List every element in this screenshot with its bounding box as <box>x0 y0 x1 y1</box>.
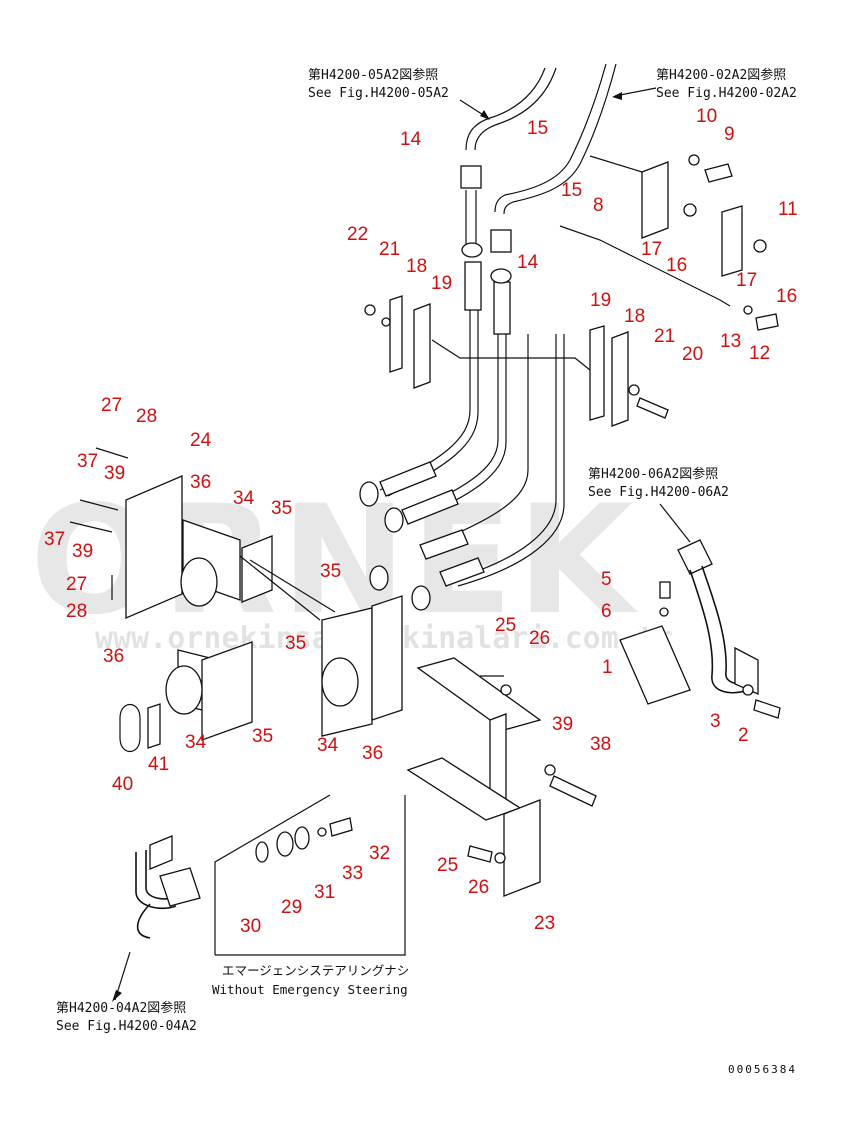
reference-top-right: 第H4200-02A2図参照 See Fig.H4200-02A2 <box>656 67 797 101</box>
part-number: 31 <box>314 882 335 903</box>
hose-fitting-top-right <box>490 229 512 253</box>
part-number: 16 <box>666 255 687 276</box>
part-number: 25 <box>437 855 458 876</box>
part-number: 28 <box>66 601 87 622</box>
part-number: 18 <box>406 256 427 277</box>
mount-block <box>619 625 691 705</box>
part-number: 26 <box>468 877 489 898</box>
part-number: 5 <box>601 569 612 590</box>
part-number: 39 <box>552 714 573 735</box>
upper-hoses <box>379 63 617 587</box>
part-number: 16 <box>776 286 797 307</box>
right-pipe-assembly <box>619 503 781 719</box>
part-number: 34 <box>233 488 255 509</box>
part-number: 3 <box>710 711 721 732</box>
part-number: 35 <box>252 726 273 747</box>
reference-top-right-jp: 第H4200-02A2図参照 <box>656 67 786 83</box>
inset-caption-jp: エマージェンシステアリングナシ <box>222 963 409 978</box>
part-number: 27 <box>101 395 122 416</box>
hose-fitting-top-left <box>460 165 482 189</box>
drawing-code: 00056384 <box>728 1063 797 1076</box>
part-number: 17 <box>736 270 757 291</box>
part-number: 35 <box>285 633 306 654</box>
part-number: 2 <box>738 725 749 746</box>
part-number: 21 <box>379 239 400 260</box>
part-number: 10 <box>696 106 717 127</box>
reference-top-left-en: See Fig.H4200-05A2 <box>308 86 449 101</box>
reference-bottom-left-jp: 第H4200-04A2図参照 <box>56 1000 186 1016</box>
part-number: 27 <box>66 574 87 595</box>
part-number: 39 <box>72 541 93 562</box>
part-number: 15 <box>527 118 548 139</box>
part-number: 24 <box>190 430 212 451</box>
part-number: 14 <box>517 252 539 273</box>
part-number: 40 <box>112 774 133 795</box>
part-number: 36 <box>103 646 124 667</box>
part-number: 29 <box>281 897 302 918</box>
clamp-parts-center <box>239 555 403 737</box>
part-number: 21 <box>654 326 675 347</box>
part-number: 15 <box>561 180 582 201</box>
part-number: 33 <box>342 863 363 884</box>
part-number: 19 <box>431 273 452 294</box>
part-number: 34 <box>185 732 207 753</box>
reference-bottom-left: 第H4200-04A2図参照 See Fig.H4200-04A2 <box>56 1000 197 1034</box>
reference-mid-right-jp: 第H4200-06A2図参照 <box>588 466 718 482</box>
part-number: 22 <box>347 224 368 245</box>
part-number: 37 <box>77 451 98 472</box>
inset-without-emergency-steering: エマージェンシステアリングナシ Without Emergency Steeri… <box>112 794 409 1002</box>
reference-mid-right: 第H4200-06A2図参照 See Fig.H4200-06A2 <box>588 466 729 500</box>
part-number: 25 <box>495 615 516 636</box>
support-bracket <box>406 657 597 897</box>
part-number: 39 <box>104 463 125 484</box>
reference-top-right-en: See Fig.H4200-02A2 <box>656 86 797 101</box>
top-right-bracket-assembly <box>559 154 779 331</box>
reference-top-left-jp: 第H4200-05A2図参照 <box>308 67 438 83</box>
reference-top-left: 第H4200-05A2図参照 See Fig.H4200-05A2 <box>308 67 449 101</box>
part-number: 35 <box>320 561 341 582</box>
part-number: 20 <box>682 344 703 365</box>
part-number: 32 <box>369 843 390 864</box>
flange-center <box>321 657 359 707</box>
part-number: 9 <box>724 124 735 145</box>
part-number: 6 <box>601 601 612 622</box>
part-number: 13 <box>720 331 741 352</box>
part-number: 11 <box>778 199 798 220</box>
clamp-parts-upper <box>364 295 669 427</box>
hose-ends-middle <box>359 461 485 611</box>
part-number: 23 <box>534 913 555 934</box>
part-number: 41 <box>148 754 169 775</box>
flange-left-lower <box>165 665 203 715</box>
part-number: 37 <box>44 529 65 550</box>
part-number: 34 <box>317 735 339 756</box>
part-number: 17 <box>641 239 662 260</box>
part-number: 18 <box>624 306 645 327</box>
part-number: 35 <box>271 498 292 519</box>
part-number: 36 <box>190 472 211 493</box>
left-mounting-plate <box>69 447 273 753</box>
reference-mid-right-en: See Fig.H4200-06A2 <box>588 485 729 500</box>
part-number: 28 <box>136 406 157 427</box>
inset-caption-en: Without Emergency Steering <box>212 982 408 997</box>
part-number-callouts: 1 2 3 5 6 8 9 10 11 12 13 14 14 15 15 16… <box>44 106 798 937</box>
part-number: 1 <box>602 657 613 678</box>
part-number: 26 <box>529 628 550 649</box>
reference-bottom-left-en: See Fig.H4200-04A2 <box>56 1019 197 1034</box>
part-number: 12 <box>749 343 770 364</box>
part-number: 38 <box>590 734 611 755</box>
part-number: 8 <box>593 195 604 216</box>
part-number: 36 <box>362 743 383 764</box>
part-number: 30 <box>240 916 261 937</box>
flange-left-upper <box>180 557 218 607</box>
part-number: 14 <box>400 129 422 150</box>
part-number: 19 <box>590 290 611 311</box>
